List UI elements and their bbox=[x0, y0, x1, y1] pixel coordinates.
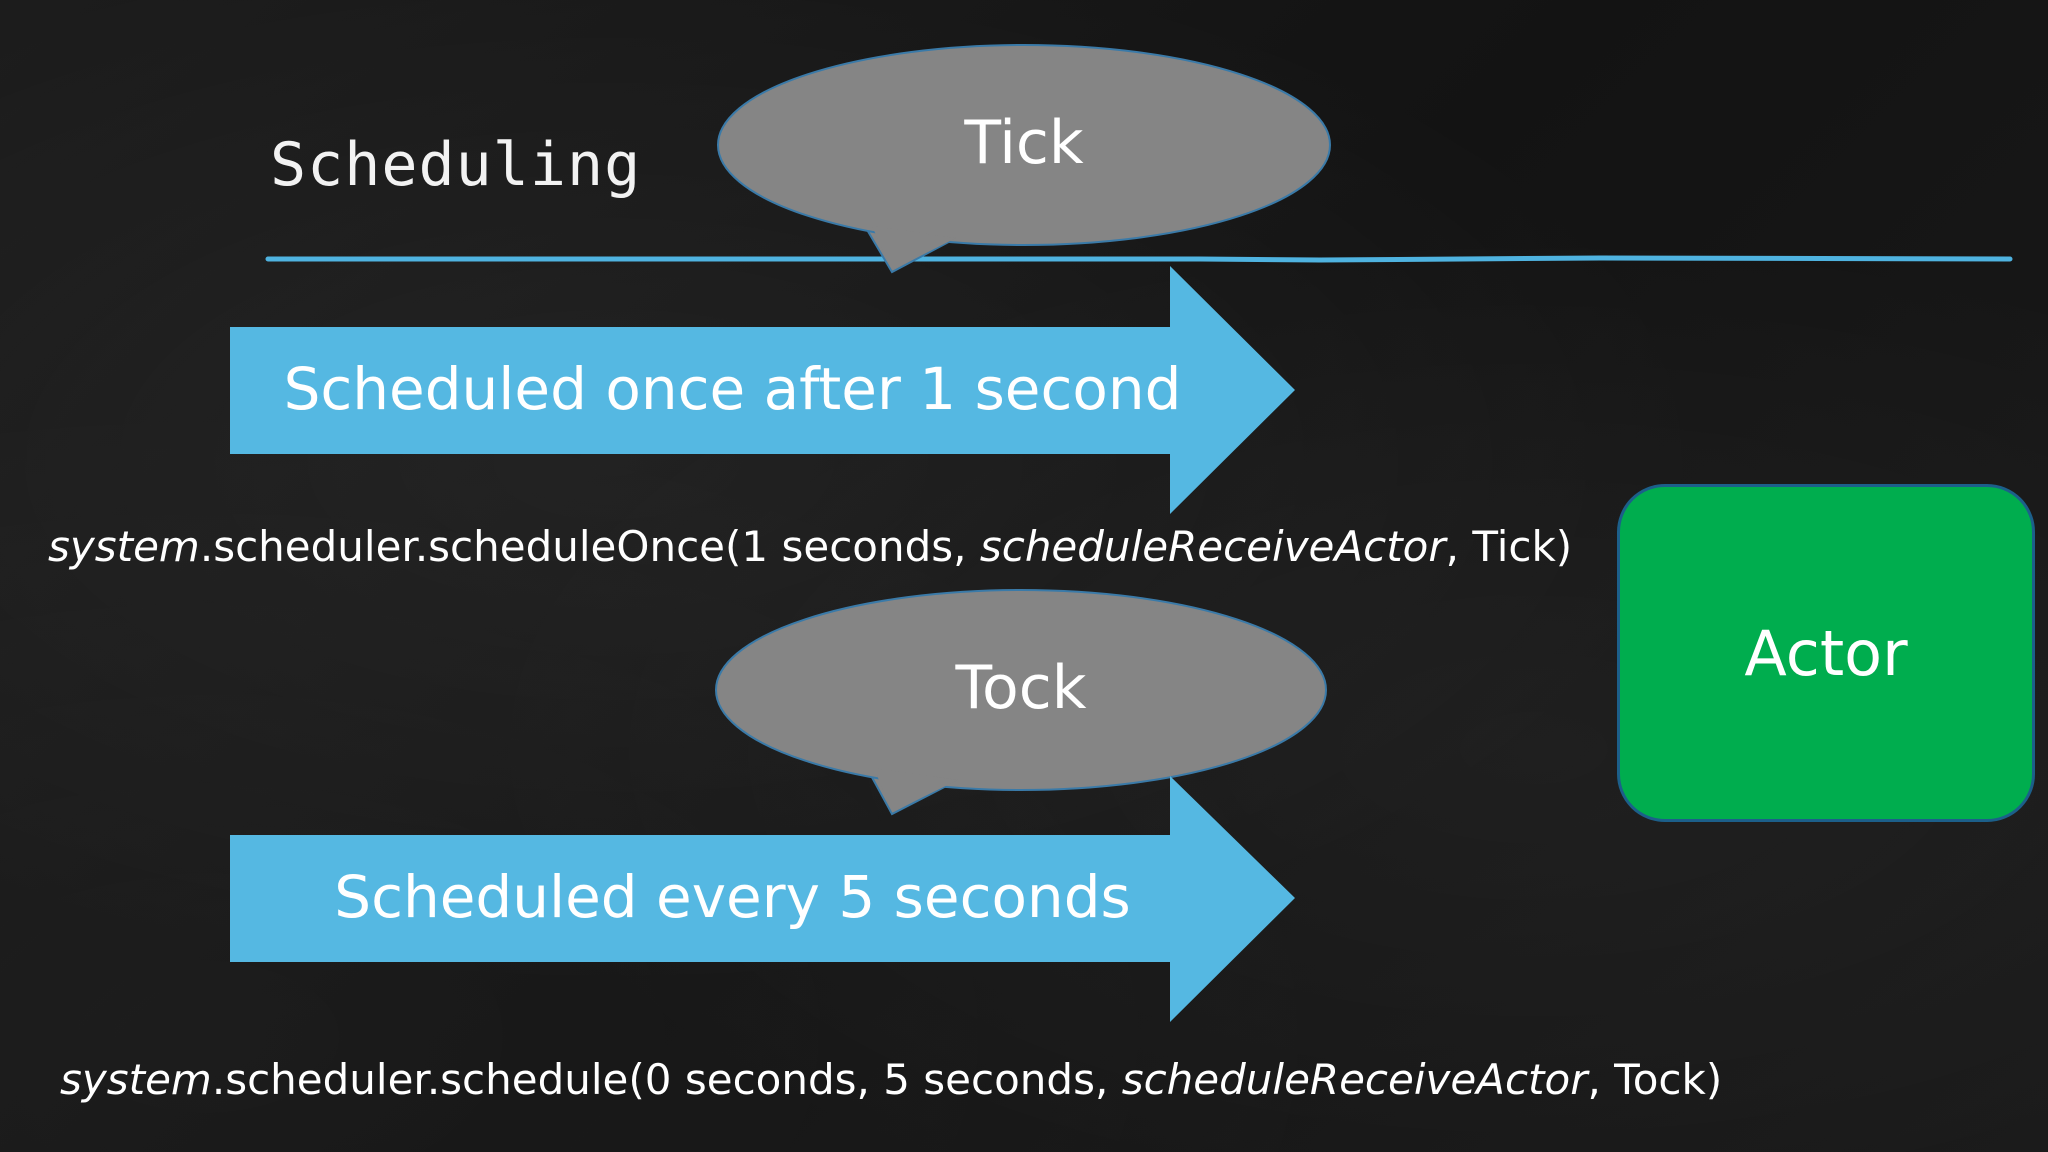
code-every-call: .scheduler.schedule(0 seconds, 5 seconds… bbox=[211, 1055, 1122, 1104]
code-once-system: system bbox=[48, 522, 200, 571]
code-schedule-every: system.scheduler.schedule(0 seconds, 5 s… bbox=[60, 1055, 1722, 1104]
arrow-once-label: Scheduled once after 1 second bbox=[283, 355, 1182, 423]
code-schedule-once: system.scheduler.scheduleOnce(1 seconds,… bbox=[48, 522, 1572, 571]
slide-title: Scheduling bbox=[270, 130, 642, 200]
code-every-receiver: scheduleReceiveActor bbox=[1121, 1055, 1588, 1104]
arrow-scheduled-every bbox=[230, 776, 1295, 1022]
arrow-scheduled-once bbox=[230, 266, 1295, 514]
title-divider bbox=[265, 255, 2013, 263]
actor-box: Actor bbox=[1617, 484, 2035, 822]
code-once-call: .scheduler.scheduleOnce(1 seconds, bbox=[199, 522, 980, 571]
tock-speech-bubble bbox=[715, 589, 1327, 816]
tock-label: Tock bbox=[955, 653, 1087, 723]
arrow-every-label: Scheduled every 5 seconds bbox=[334, 863, 1131, 931]
actor-label: Actor bbox=[1744, 616, 1908, 690]
code-every-tail: , Tock) bbox=[1587, 1055, 1723, 1104]
tick-speech-bubble bbox=[717, 44, 1331, 274]
tick-bubble-body bbox=[717, 44, 1331, 246]
code-once-receiver: scheduleReceiveActor bbox=[979, 522, 1446, 571]
tock-bubble-body bbox=[715, 589, 1327, 791]
code-once-tail: , Tick) bbox=[1445, 522, 1573, 571]
tick-label: Tick bbox=[964, 108, 1084, 178]
code-every-system: system bbox=[60, 1055, 212, 1104]
